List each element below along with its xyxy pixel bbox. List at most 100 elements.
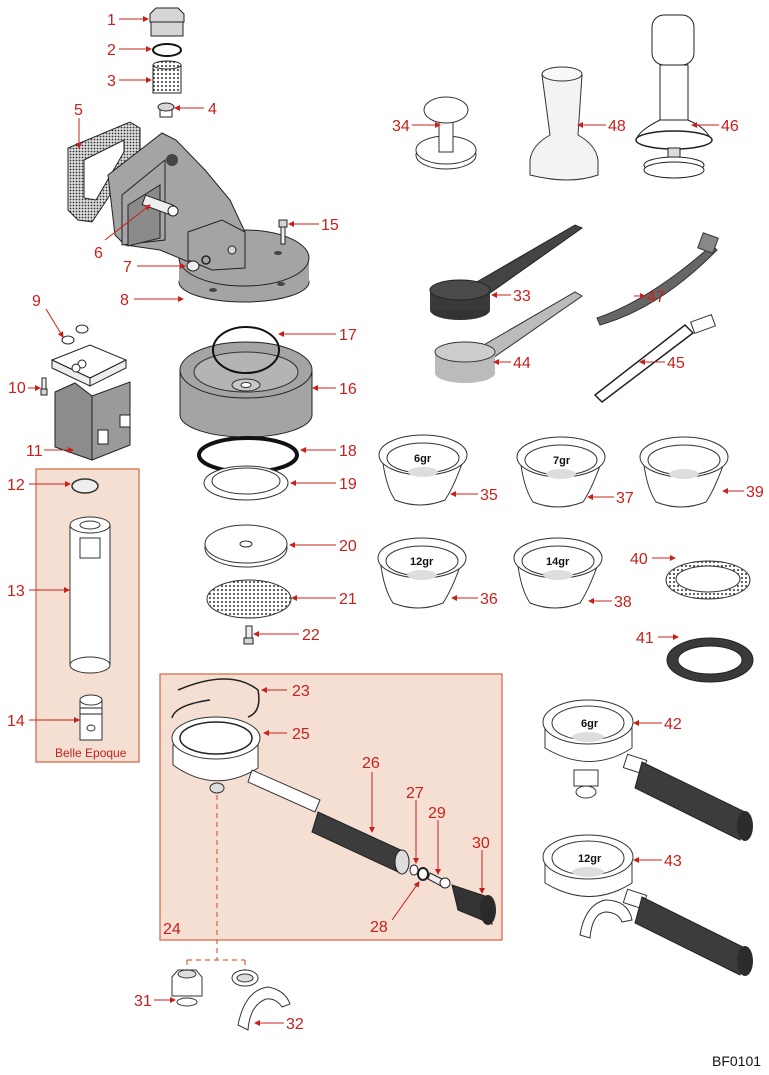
- diagram-code: BF0101: [712, 1053, 761, 1069]
- part-14-fitting: [79, 694, 103, 741]
- part-callouts: 1234567891011121314151617181920212223242…: [7, 12, 764, 1033]
- part-27-washer: [409, 864, 419, 876]
- part-42-capacity: 6gr: [581, 718, 599, 730]
- portafilter-group-box: [159, 673, 503, 941]
- spout-connector-dashed-line: [186, 795, 246, 975]
- label-part-4: 4: [208, 101, 217, 118]
- part-25-portafilter-body: [171, 716, 321, 813]
- part-12-washer: [71, 478, 99, 494]
- part-11-solenoid-coil: [50, 344, 131, 461]
- part-13-tube: [69, 516, 111, 674]
- part-31-single-spout: [171, 969, 203, 1007]
- part-23-spring-clip: [171, 678, 260, 719]
- part-29-screw: [427, 872, 451, 889]
- label-part-31: 31: [134, 993, 152, 1010]
- part-36-filter-basket: [377, 537, 467, 609]
- part-43-double-portafilter: [542, 834, 753, 976]
- belle-epoque-caption: Belle Epoque: [55, 746, 127, 760]
- label-part-2: 2: [107, 42, 116, 59]
- part-21-shower-screen: [206, 579, 292, 619]
- label-part-18: 18: [339, 443, 357, 460]
- label-part-43: 43: [664, 853, 682, 870]
- part-37-filter-basket: [516, 436, 606, 508]
- part-35-capacity: 6gr: [414, 453, 432, 465]
- label-part-6: 6: [94, 245, 103, 262]
- label-part-25: 25: [292, 726, 310, 743]
- part-34-plastic-tamper: [415, 96, 477, 170]
- label-part-12: 12: [7, 477, 25, 494]
- part-4-jet: [157, 102, 175, 118]
- part-22-screw: [243, 625, 254, 645]
- part-38-capacity: 14gr: [546, 556, 570, 568]
- part-43-capacity: 12gr: [578, 853, 602, 865]
- label-part-20: 20: [339, 538, 357, 555]
- label-part-44: 44: [513, 355, 531, 372]
- label-part-5: 5: [74, 102, 83, 119]
- label-part-36: 36: [480, 591, 498, 608]
- label-part-26: 26: [362, 755, 380, 772]
- label-part-14: 14: [7, 713, 25, 730]
- part-16-group-bell: [179, 341, 313, 438]
- label-part-22: 22: [302, 627, 320, 644]
- label-part-1: 1: [107, 12, 116, 29]
- part-9-seals: [61, 324, 89, 345]
- part-39-blind-basket: [639, 436, 729, 508]
- label-part-34: 34: [392, 118, 410, 135]
- part-8-group-head-body: [107, 132, 310, 303]
- part-48-steel-tamper: [529, 66, 599, 181]
- part-46-calibrated-tamper: [635, 14, 713, 179]
- label-part-42: 42: [664, 716, 682, 733]
- part-6-bolt: [141, 194, 179, 217]
- part-47-group-brush: [596, 232, 719, 326]
- part-5-gasket: [67, 121, 141, 223]
- part-3-mesh-filter: [152, 60, 182, 94]
- part-19-ring: [203, 465, 289, 501]
- label-part-48: 48: [608, 118, 626, 135]
- label-part-41: 41: [636, 630, 654, 647]
- label-part-27: 27: [406, 785, 424, 802]
- label-part-17: 17: [339, 327, 357, 344]
- label-part-37: 37: [616, 490, 634, 507]
- part-44-light-scoop: [434, 291, 583, 383]
- label-part-39: 39: [746, 484, 764, 501]
- label-part-7: 7: [123, 259, 132, 276]
- part-38-filter-basket: [513, 537, 603, 609]
- label-part-29: 29: [428, 805, 446, 822]
- label-part-15: 15: [321, 217, 339, 234]
- part-32-double-spout: [231, 969, 291, 1031]
- label-part-10: 10: [8, 380, 26, 397]
- part-26-handle: [311, 811, 410, 875]
- leader-line-part-6: [104, 204, 151, 241]
- label-part-8: 8: [120, 292, 129, 309]
- label-part-23: 23: [292, 683, 310, 700]
- part-42-single-portafilter: [542, 699, 753, 841]
- part-30-handle-end-cap: [451, 884, 496, 925]
- label-part-24: 24: [163, 921, 181, 938]
- part-35-filter-basket: [378, 434, 468, 506]
- part-7-screw: [186, 255, 211, 272]
- label-part-32: 32: [286, 1016, 304, 1033]
- part-17-o-ring: [212, 326, 280, 374]
- label-part-13: 13: [7, 583, 25, 600]
- part-36-capacity: 12gr: [410, 556, 434, 568]
- label-part-38: 38: [614, 594, 632, 611]
- label-part-30: 30: [472, 835, 490, 852]
- part-41-rubber-ring: [666, 637, 754, 683]
- label-part-11: 11: [26, 443, 43, 460]
- label-part-33: 33: [513, 288, 531, 305]
- part-15-screw: [278, 219, 288, 245]
- leader-line-part-9: [45, 308, 64, 338]
- label-part-16: 16: [339, 381, 357, 398]
- part-20-diffuser: [204, 524, 288, 568]
- part-37-capacity: 7gr: [553, 455, 571, 467]
- leader-line-part-28: [391, 881, 420, 921]
- label-part-9: 9: [32, 293, 41, 310]
- label-part-28: 28: [370, 919, 388, 936]
- label-part-21: 21: [339, 591, 357, 608]
- label-part-40: 40: [630, 551, 648, 568]
- part-10-screw: [40, 377, 48, 396]
- part-1-cap-nut: [149, 7, 185, 37]
- part-2-o-ring: [152, 43, 182, 57]
- label-part-3: 3: [107, 73, 116, 90]
